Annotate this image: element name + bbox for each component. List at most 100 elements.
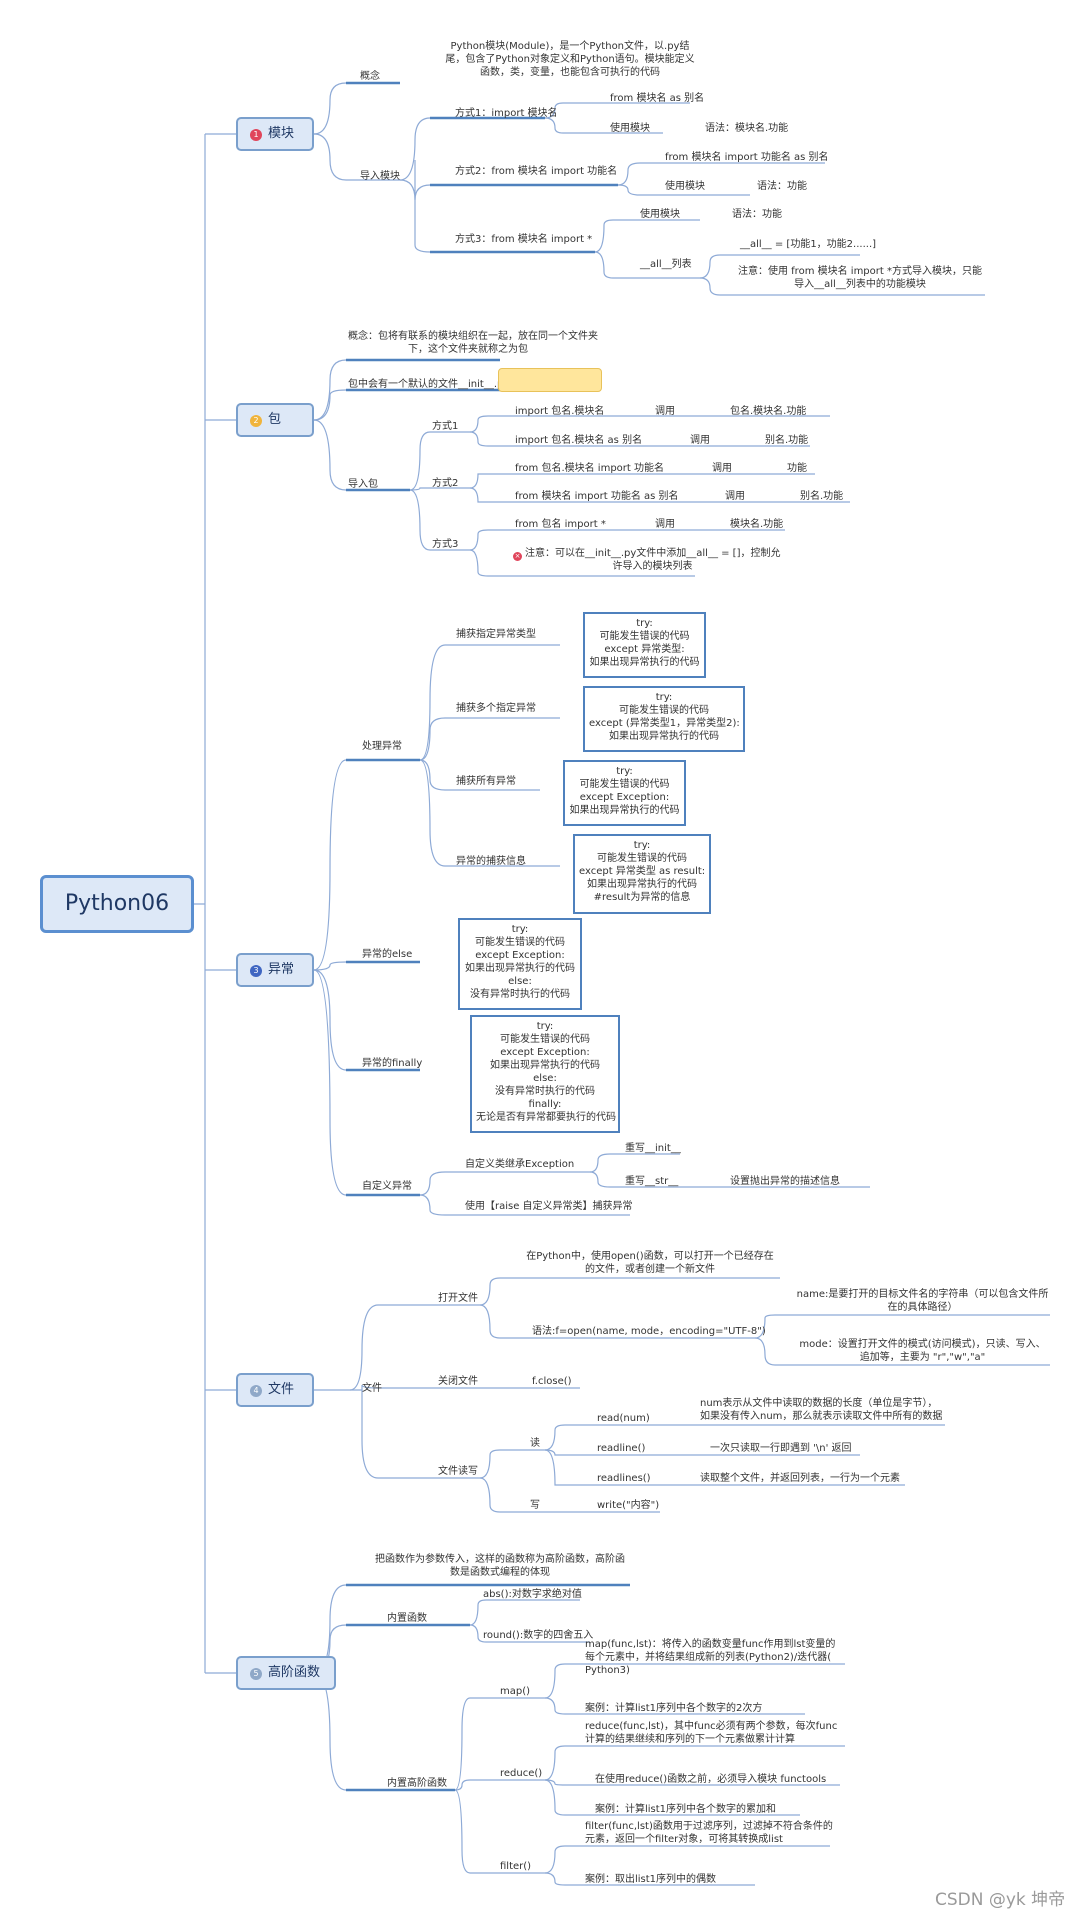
node-exception-finally[interactable]: 异常的finally: [362, 1058, 423, 1069]
node-file-read3-desc[interactable]: 读取整个文件，并返回列表，一行为一个元素: [700, 1473, 900, 1484]
node-exception-h1[interactable]: 捕获指定异常类型: [456, 629, 536, 640]
node-module-import[interactable]: 导入模块: [360, 171, 400, 182]
node-hof-filter-example[interactable]: 案例：取出list1序列中的偶数: [585, 1874, 717, 1885]
number-badge-icon: 2: [250, 415, 262, 427]
node-hof-map[interactable]: map(): [500, 1686, 531, 1697]
node-exception-c1-str-desc[interactable]: 设置抛出异常的描述信息: [730, 1176, 840, 1187]
node-exception-h2[interactable]: 捕获多个指定异常: [456, 703, 536, 714]
node-hof-reduce-example[interactable]: 案例：计算list1序列中各个数字的累加和: [595, 1804, 777, 1815]
node-file-read[interactable]: 读: [530, 1438, 540, 1449]
node-module-way1-use[interactable]: 使用模块: [610, 123, 650, 134]
node-package-w3a-call[interactable]: 调用: [655, 519, 675, 530]
node-package-w1a-result[interactable]: 包名.模块名.功能: [730, 406, 807, 417]
node-file-rw[interactable]: 文件读写: [438, 1466, 478, 1477]
node-module-way3-all[interactable]: __all__列表: [640, 259, 692, 270]
node-package-concept[interactable]: 概念：包将有联系的模块组织在一起，放在同一个文件夹 下，这个文件夹就称之为包: [348, 331, 598, 355]
node-module-way3[interactable]: 方式3：from 模块名 import *: [455, 234, 593, 245]
node-module-way2-syntax[interactable]: 语法：功能: [757, 181, 807, 192]
node-module-concept-text[interactable]: Python模块(Module)，是一个Python文件，以.py结 尾，包含了…: [445, 41, 695, 78]
node-file-name-desc[interactable]: name:是要打开的目标文件名的字符串（可以包含文件所 在的具体路径）: [796, 1289, 1049, 1313]
node-package-w1a-call[interactable]: 调用: [655, 406, 675, 417]
node-file-open-desc[interactable]: 在Python中，使用open()函数，可以打开一个已经存在 的文件，或者创建一…: [526, 1251, 774, 1275]
node-exception-h3[interactable]: 捕获所有异常: [456, 776, 516, 787]
node-file-mode-desc[interactable]: mode：设置打开文件的模式(访问模式)，只读、写入、 追加等，主要为 "r",…: [799, 1339, 1046, 1363]
node-file-write1[interactable]: write("内容"): [597, 1500, 660, 1511]
node-file-write[interactable]: 写: [530, 1500, 540, 1511]
node-module-way3-use[interactable]: 使用模块: [640, 209, 680, 220]
node-file-read2-desc[interactable]: 一次只读取一行即遇到 '\n' 返回: [710, 1443, 852, 1454]
node-exception-handle[interactable]: 处理异常: [362, 741, 402, 752]
node-exception-h4[interactable]: 异常的捕获信息: [456, 856, 526, 867]
node-package-init[interactable]: 包中会有一个默认的文件__init__.py文件: [348, 379, 530, 390]
node-file[interactable]: 文件: [362, 1383, 382, 1394]
node-package-way2[interactable]: 方式2: [432, 478, 459, 489]
node-package-w3-note[interactable]: 注意：可以在__init__.py文件中添加__all__ = []，控制允 许…: [525, 548, 781, 572]
node-hof-map-desc[interactable]: map(func,lst)：将传入的函数变量func作用到lst变量的 每个元素…: [585, 1639, 836, 1676]
node-file-read1-desc[interactable]: num表示从文件中读取的数据的长度（单位是字节）， 如果没有传入num，那么就表…: [700, 1398, 943, 1422]
node-package-w1b-call[interactable]: 调用: [690, 435, 710, 446]
node-package-w1a[interactable]: import 包名.模块名: [515, 406, 605, 417]
node-module-way3-syntax[interactable]: 语法：功能: [732, 209, 782, 220]
node-file-open[interactable]: 打开文件: [438, 1293, 478, 1304]
node-file-close[interactable]: 关闭文件: [438, 1376, 478, 1387]
code-box-else[interactable]: try: 可能发生错误的代码 except Exception: 如果出现异常执…: [458, 918, 582, 1010]
node-file-read1[interactable]: read(num): [597, 1413, 650, 1424]
topic-label: 高阶函数: [268, 1665, 321, 1680]
node-module-way2-alias[interactable]: from 模块名 import 功能名 as 别名: [665, 152, 829, 163]
node-hof-reduce[interactable]: reduce(): [500, 1768, 543, 1779]
node-module-way1-alias[interactable]: from 模块名 as 别名: [610, 93, 705, 104]
node-exception-c2[interactable]: 使用【raise 自定义异常类】捕获异常: [465, 1201, 633, 1212]
node-module-concept[interactable]: 概念: [360, 71, 380, 82]
node-hof-filter[interactable]: filter(): [500, 1861, 532, 1872]
code-box-finally[interactable]: try: 可能发生错误的代码 except Exception: 如果出现异常执…: [470, 1015, 620, 1133]
node-package-way1[interactable]: 方式1: [432, 421, 459, 432]
node-file-syntax[interactable]: 语法:f=open(name, mode，encoding="UTF-8"): [532, 1326, 766, 1337]
node-module-way2[interactable]: 方式2：from 模块名 import 功能名: [455, 166, 618, 177]
node-module-way2-use[interactable]: 使用模块: [665, 181, 705, 192]
node-package-w2a-result[interactable]: 功能: [787, 463, 807, 474]
node-hof-reduce-desc[interactable]: reduce(func,lst)，其中func必须有两个参数，每次func 计算…: [585, 1721, 838, 1745]
node-hof-desc[interactable]: 把函数作为参数传入，这样的函数称为高阶函数，高阶函 数是函数式编程的体现: [375, 1554, 625, 1578]
node-package-w2a-call[interactable]: 调用: [712, 463, 732, 474]
node-exception-else[interactable]: 异常的else: [362, 949, 413, 960]
node-module-way1-syntax[interactable]: 语法：模块名.功能: [705, 123, 789, 134]
node-exception-custom[interactable]: 自定义异常: [362, 1181, 412, 1192]
node-hof-abs[interactable]: abs():对数字求绝对值: [483, 1589, 582, 1600]
node-hof-round[interactable]: round():数字的四舍五入: [483, 1630, 594, 1641]
node-package-w3a[interactable]: from 包名 import *: [515, 519, 606, 530]
node-package-w3a-result[interactable]: 模块名.功能: [730, 519, 784, 530]
root-topic[interactable]: Python06: [40, 875, 194, 933]
node-exception-c1-init[interactable]: 重写__init__: [625, 1143, 681, 1154]
node-file-read2[interactable]: readline(): [597, 1443, 646, 1454]
node-hof-map-example[interactable]: 案例：计算list1序列中各个数字的2次方: [585, 1703, 763, 1714]
node-module-way3-note[interactable]: 注意：使用 from 模块名 import *方式导入模块，只能 导入__all…: [737, 266, 982, 290]
node-exception-c1[interactable]: 自定义类继承Exception: [465, 1159, 575, 1170]
node-module-way1[interactable]: 方式1：import 模块名: [455, 108, 558, 119]
node-package-w2b-result[interactable]: 别名.功能: [800, 491, 844, 502]
node-exception-c1-str[interactable]: 重写__str__: [625, 1176, 679, 1187]
node-package-w2b[interactable]: from 模块名 import 功能名 as 别名: [515, 491, 679, 502]
node-module-way3-all-list[interactable]: __all__ = [功能1，功能2......]: [740, 239, 877, 250]
node-hof-builtin-hof[interactable]: 内置高阶函数: [387, 1778, 447, 1789]
node-hof-builtin[interactable]: 内置函数: [387, 1613, 427, 1624]
node-package-w2a[interactable]: from 包名.模块名 import 功能名: [515, 463, 665, 474]
node-file-close-fn[interactable]: f.close(): [532, 1376, 572, 1387]
code-box-specific[interactable]: try: 可能发生错误的代码 except 异常类型: 如果出现异常执行的代码: [583, 612, 706, 678]
node-package-way3[interactable]: 方式3: [432, 539, 459, 550]
node-file-read3[interactable]: readlines(): [597, 1473, 651, 1484]
node-package-w1b[interactable]: import 包名.模块名 as 别名: [515, 435, 643, 446]
node-package-w2b-call[interactable]: 调用: [725, 491, 745, 502]
code-box-result[interactable]: try: 可能发生错误的代码 except 异常类型 as result: 如果…: [573, 834, 711, 914]
node-hof-filter-desc[interactable]: filter(func,lst)函数用于过滤序列，过滤掉不符合条件的 元素，返回…: [585, 1821, 833, 1845]
code-box-all[interactable]: try: 可能发生错误的代码 except Exception: 如果出现异常执…: [563, 760, 686, 826]
node-hof-reduce-note[interactable]: 在使用reduce()函数之前，必须导入模块 functools: [595, 1774, 827, 1785]
topic-label: 异常: [268, 962, 295, 977]
node-package-w1b-result[interactable]: 别名.功能: [765, 435, 809, 446]
code-box-multiple[interactable]: try: 可能发生错误的代码 except (异常类型1，异常类型2): 如果出…: [583, 686, 745, 752]
node-package-import[interactable]: 导入包: [348, 479, 378, 490]
